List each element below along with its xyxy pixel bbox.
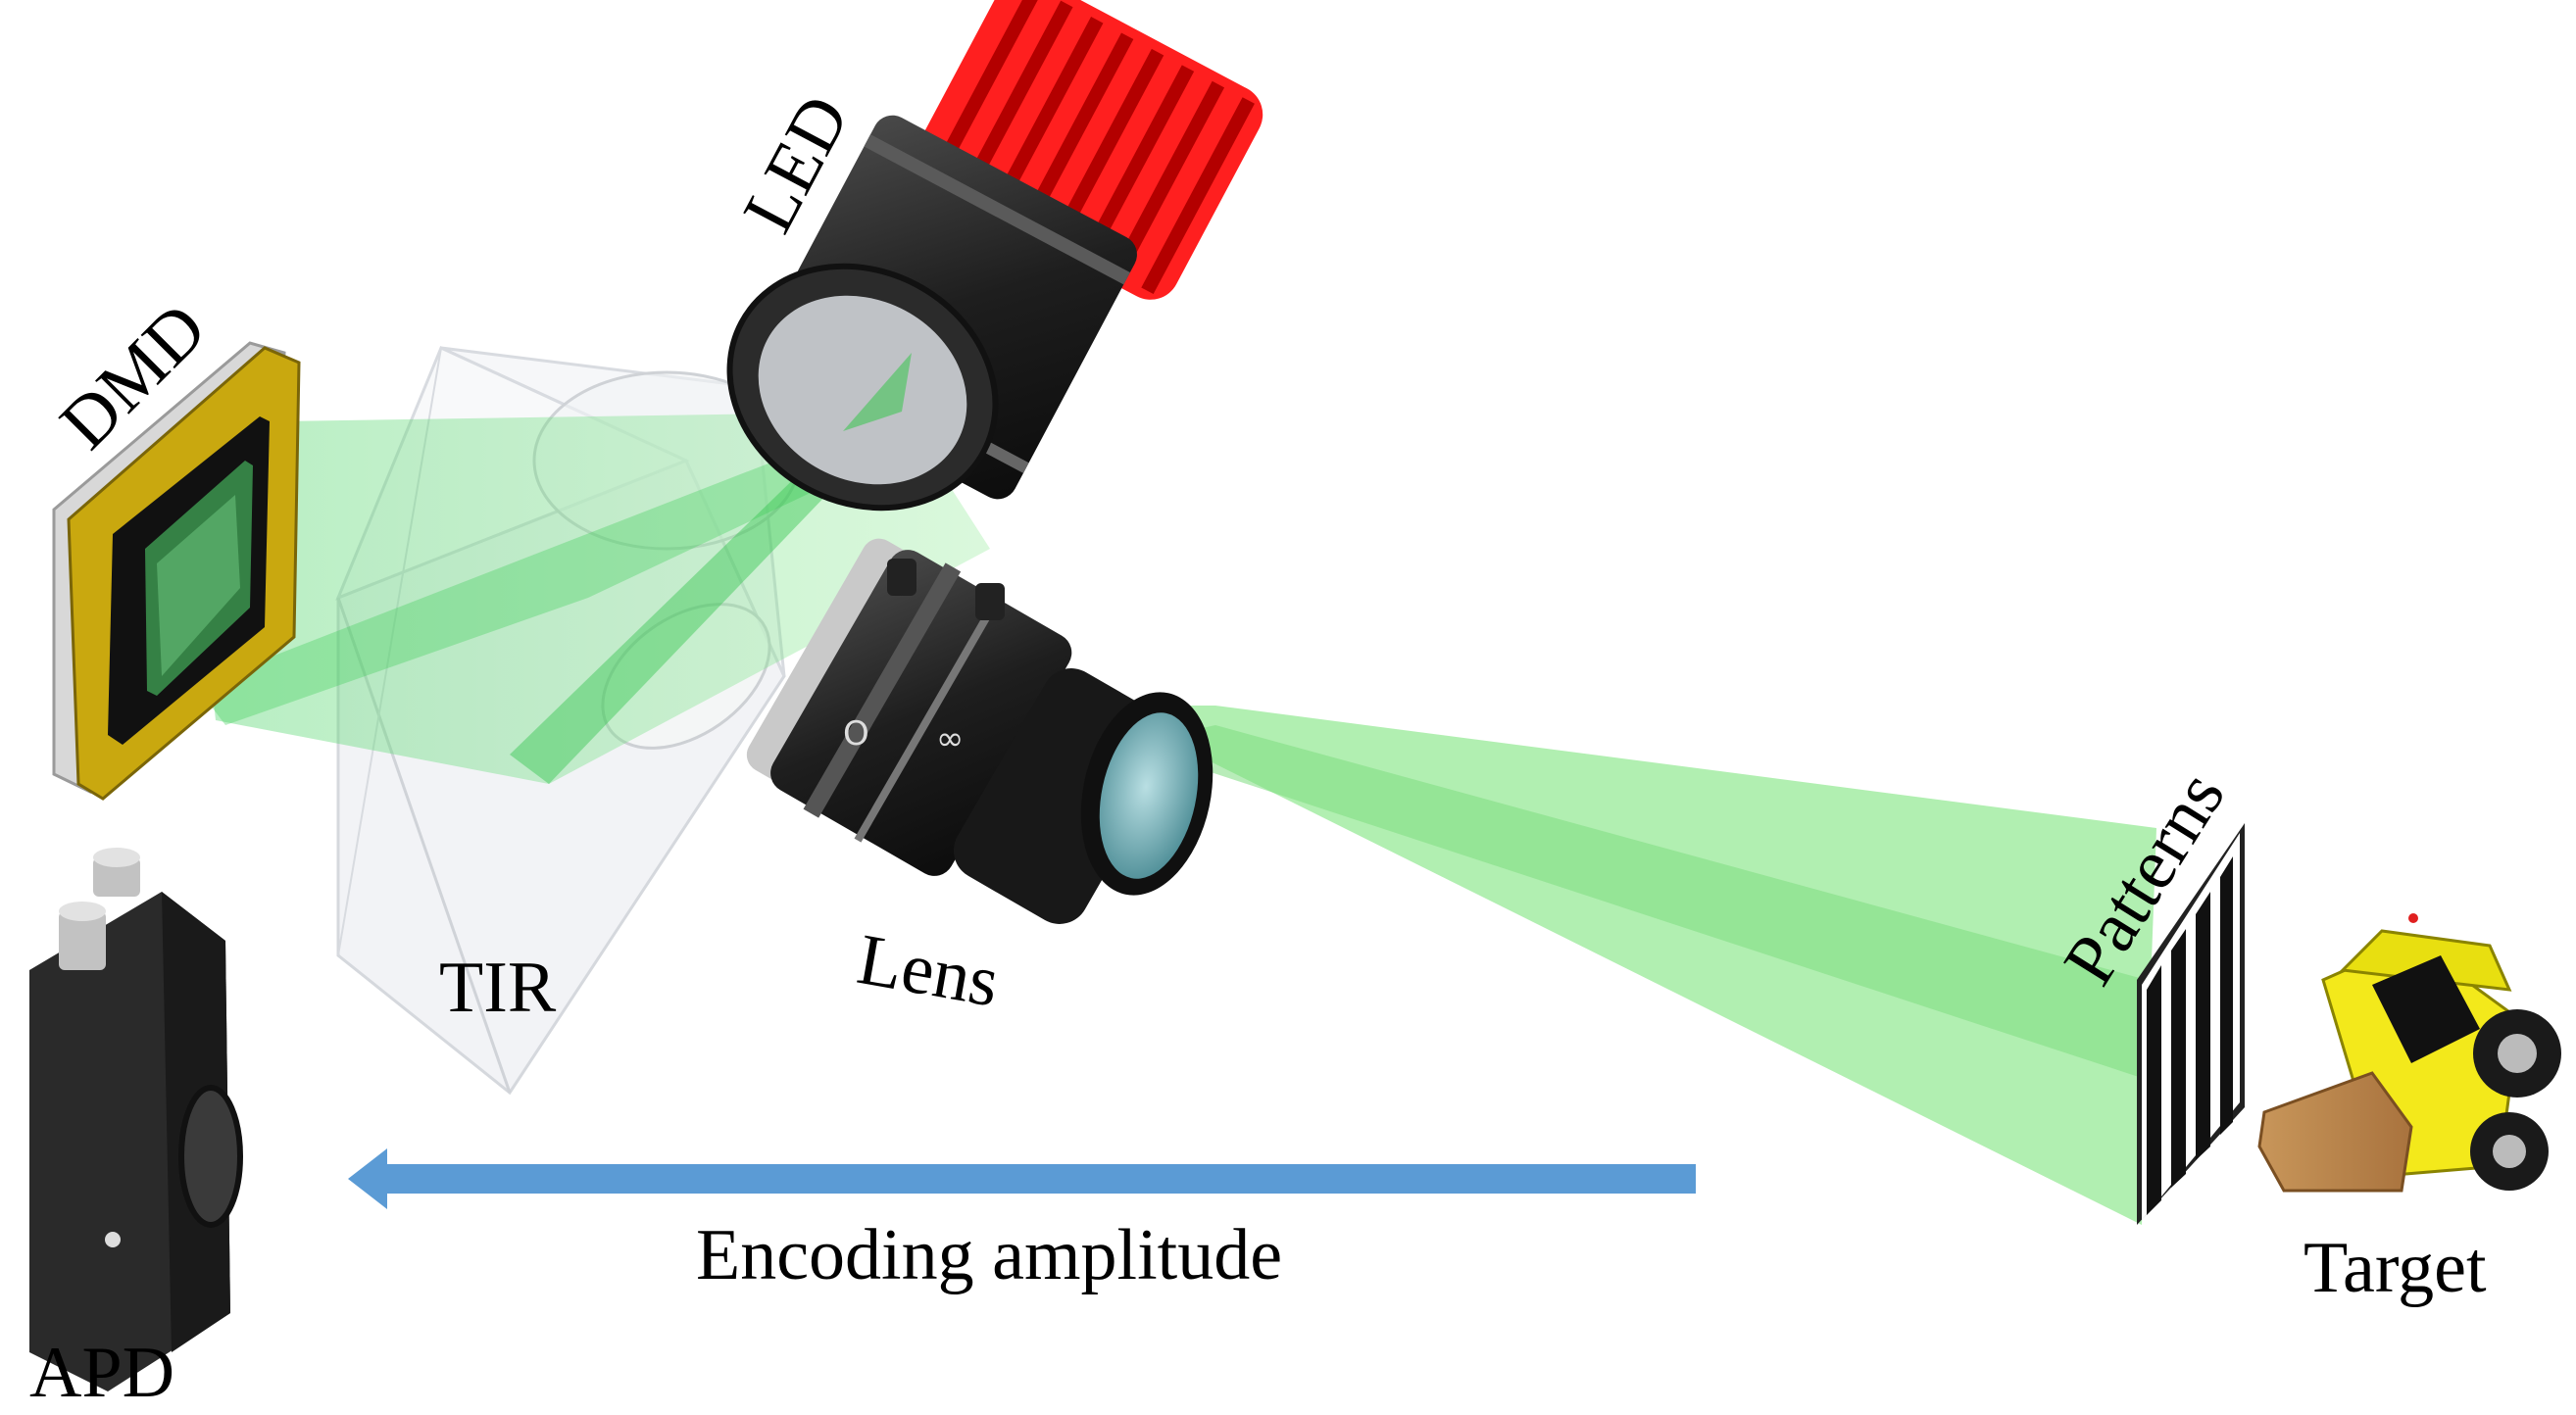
encoding-amplitude-label: Encoding amplitude (696, 1215, 1282, 1295)
left-arrow-icon (348, 1148, 1696, 1209)
target-vehicle-icon (2257, 913, 2561, 1193)
apd-label: APD (29, 1333, 174, 1413)
lens-icon: O ∞ (746, 538, 1214, 924)
led-source-icon (726, 0, 1263, 512)
light-beam (186, 412, 2156, 1225)
lens-label: Lens (852, 919, 1005, 1023)
dmd-chip-icon (52, 341, 301, 801)
target-label: Target (2304, 1228, 2487, 1308)
svg-text:∞: ∞ (936, 719, 964, 758)
pattern-screen-icon (2137, 823, 2245, 1225)
tir-label: TIR (439, 948, 557, 1028)
apd-detector-icon (29, 848, 243, 1391)
svg-text:O: O (843, 714, 869, 754)
